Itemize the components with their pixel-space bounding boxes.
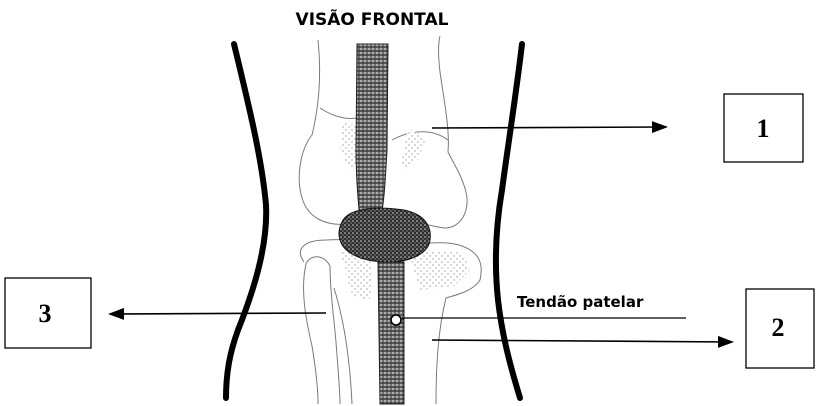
- leg-outline-left: [226, 44, 266, 398]
- fibula-head: [306, 257, 330, 266]
- arrow-to-1: [432, 127, 666, 128]
- tendon-label: Tendão patelar: [517, 293, 644, 311]
- patella: [339, 208, 430, 262]
- leg-outline-right: [496, 44, 522, 398]
- quadriceps-tendon: [356, 44, 388, 220]
- arrow-to-2: [432, 340, 732, 342]
- femur-inner-line: [320, 108, 356, 119]
- arrow-to-3: [110, 313, 326, 314]
- fibula-bone-inner: [330, 266, 340, 404]
- callout-number-3: 3: [39, 299, 52, 328]
- callout-number-1: 1: [757, 114, 770, 143]
- diagram-title: VISÃO FRONTAL: [296, 7, 449, 30]
- fibula-bone: [304, 264, 318, 404]
- callout-number-2: 2: [772, 313, 785, 342]
- callout-box-3: 3: [5, 278, 91, 348]
- patellar-tendon: [378, 262, 404, 404]
- callout-box-1: 1: [724, 94, 803, 162]
- callout-box-2: 2: [746, 289, 814, 368]
- tendon-marker: [391, 315, 401, 325]
